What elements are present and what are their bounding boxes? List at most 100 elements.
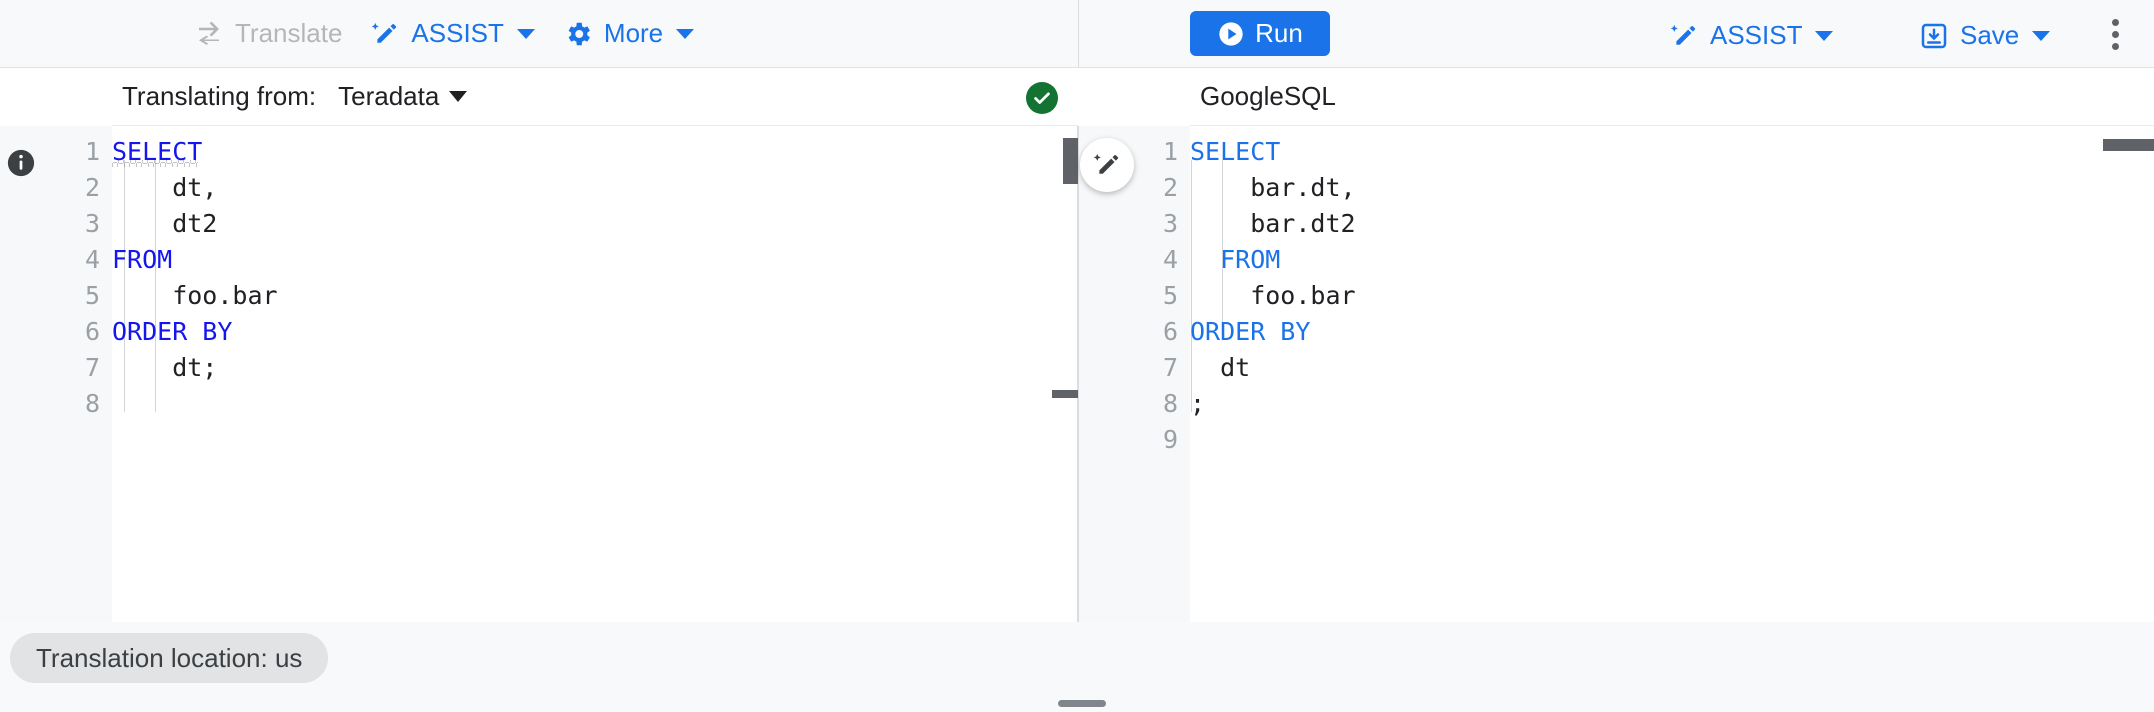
code-token: SELECT [1190,137,1281,166]
code-token [112,389,127,418]
code-token: bar.dt, [1190,173,1356,202]
target-editor-pane[interactable] [1190,126,2154,622]
line-number: 7 [1162,353,1178,382]
more-vert-icon[interactable] [2095,14,2135,54]
code-line: dt [1190,350,1356,386]
more-button[interactable]: More [549,10,708,57]
line-number: 5 [84,281,100,310]
syntax-warning-squiggle [112,160,198,167]
footer-bar [0,622,2154,712]
translating-from-label: Translating from: [122,81,317,111]
line-number: 1 [84,137,100,166]
assist-left-button[interactable]: ASSIST [356,10,548,57]
translation-location-chip[interactable]: Translation location: us [10,633,329,683]
chevron-down-icon [2032,30,2051,41]
magic-pencil-icon [1093,153,1119,174]
assist-right-button[interactable]: ASSIST [1655,12,1847,59]
chevron-down-icon [676,28,695,39]
line-number: 3 [1162,209,1178,238]
line-number: 6 [84,317,100,346]
source-gutter-background [0,126,112,622]
run-button[interactable]: Run [1190,11,1330,56]
assist-left-label: ASSIST [411,18,504,48]
target-dialect-bar: GoogleSQL [1190,68,2154,126]
code-token: FROM [1190,245,1281,274]
line-number: 7 [84,353,100,382]
line-number: 2 [1162,173,1178,202]
translation-location-label: Translation location: us [36,642,303,673]
code-token: dt2 [112,209,218,238]
save-button[interactable]: Save [1905,12,2064,59]
line-number: 8 [84,389,100,418]
source-dialect-value: Teradata [338,81,440,111]
code-line: SELECT [1190,134,1356,170]
toolbar-right-group [1078,0,2154,67]
run-button-label: Run [1255,18,1303,48]
source-vertical-scrollbar[interactable] [1063,138,1078,184]
toolbar-left-group: Translate ASSIST More [0,0,1078,67]
indent-guide [155,268,156,340]
code-token: foo.bar [1190,281,1356,310]
code-line: dt; [112,350,278,386]
magic-pencil-icon [1669,21,1699,51]
code-line: ORDER BY [1190,314,1356,350]
more-button-label: More [603,18,664,48]
code-line [112,386,278,422]
indent-guide [155,340,156,412]
source-scroll-marker[interactable] [1052,390,1078,398]
save-disk-icon [1919,21,1949,51]
code-line: ORDER BY [112,314,278,350]
indent-guide [1222,160,1223,268]
indent-guide [1222,268,1223,340]
assist-fab-button[interactable] [1080,138,1134,192]
code-token: ORDER BY [1190,317,1311,346]
line-number: 4 [1162,245,1178,274]
resize-handle[interactable] [1058,700,1106,707]
target-line-numbers: 1 2 3 4 5 6 7 8 9 [1118,134,1178,458]
source-dialect-select[interactable]: Teradata [338,81,468,112]
chevron-down-icon [516,28,535,39]
check-circle-icon [1026,82,1058,114]
line-number: 8 [1162,389,1178,418]
line-number: 2 [84,173,100,202]
indent-guide [124,268,125,340]
code-line: ; [1190,386,1356,422]
indent-guide [124,340,125,412]
code-token: FROM [112,245,173,274]
code-token: ; [1190,389,1206,418]
target-gutter-background [1078,126,1190,622]
code-line: dt, [112,170,278,206]
line-number: 1 [1162,137,1178,166]
chevron-down-icon [449,91,468,102]
source-dialect-bar: Translating from: Teradata [112,68,1078,126]
translate-button-label: Translate [235,18,343,48]
indent-guide [124,160,125,268]
code-token: dt [1190,353,1251,382]
code-token [1190,425,1205,454]
indent-guide [155,160,156,268]
code-token: dt, [112,173,218,202]
code-line: FROM [112,242,278,278]
indent-guide [1191,160,1192,412]
code-token: foo.bar [112,281,278,310]
code-line [1190,422,1356,458]
line-number: 9 [1162,425,1178,454]
line-number: 6 [1162,317,1178,346]
target-horizontal-scrollbar[interactable] [2103,139,2154,151]
code-line: foo.bar [112,278,278,314]
source-editor-pane[interactable] [112,126,1078,622]
info-icon[interactable] [6,148,36,178]
save-button-label: Save [1960,20,2020,50]
target-dialect-value: GoogleSQL [1200,81,1336,111]
code-line: FROM [1190,242,1356,278]
line-number: 5 [1162,281,1178,310]
chevron-down-icon [1815,30,1834,41]
code-line: bar.dt2 [1190,206,1355,242]
magic-pencil-icon [370,19,400,49]
translate-button[interactable]: Translate [180,10,356,57]
code-line: foo.bar [1190,278,1356,314]
code-line: dt2 [112,206,278,242]
